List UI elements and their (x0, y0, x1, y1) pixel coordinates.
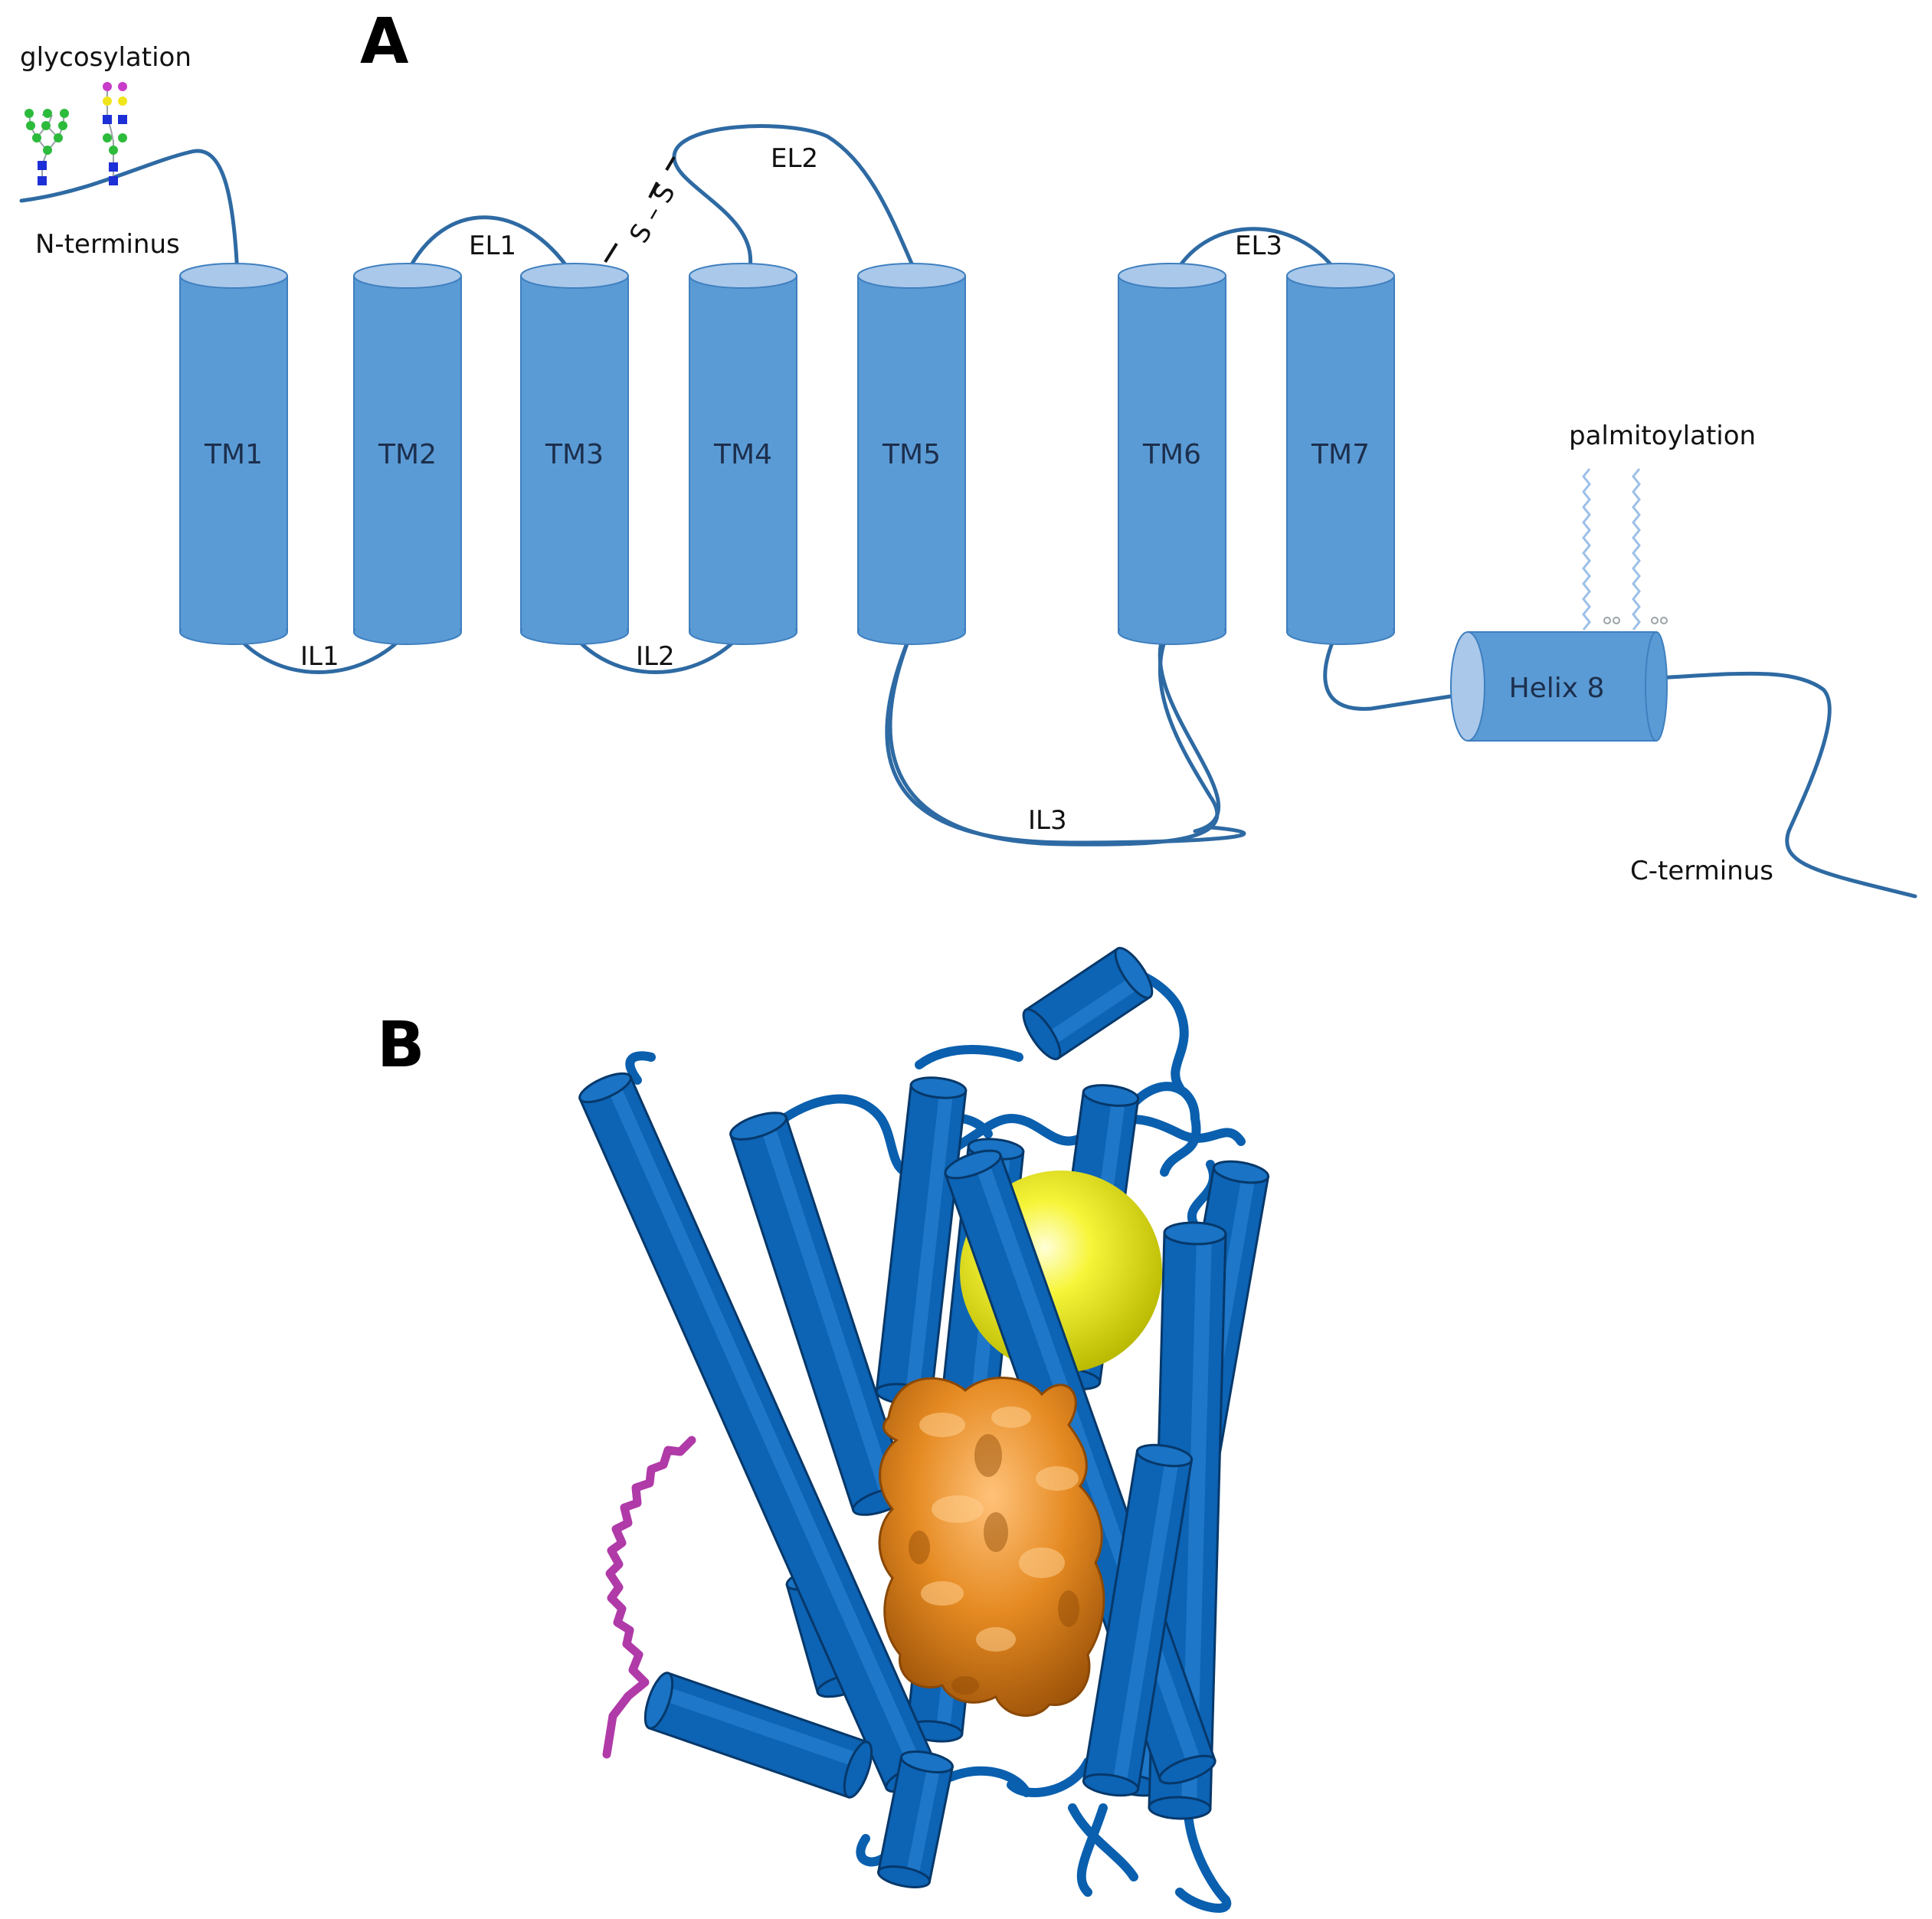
el3-label: EL3 (1235, 231, 1282, 261)
n-terminus-label: N-terminus (35, 229, 180, 260)
helix-tm4: TM4 (689, 263, 797, 645)
helix-label: TM1 (204, 439, 263, 470)
el2-loop (672, 124, 918, 274)
ligand-surface (878, 1377, 1105, 1717)
c-link-loop (1323, 630, 1458, 711)
palmitoylation-label: palmitoylation (1569, 421, 1756, 451)
el3-loop (1174, 227, 1339, 274)
helix-tm1: TM1 (179, 263, 288, 645)
helix-label: TM6 (1142, 439, 1201, 470)
el1-loop (405, 215, 573, 274)
helix-label: TM3 (545, 439, 604, 470)
helix-label: TM2 (378, 439, 437, 470)
panel-a: A S – S (19, 5, 1917, 899)
helix-label: TM7 (1311, 439, 1370, 470)
il1-loop (231, 630, 410, 674)
helix-8-label: Helix 8 (1509, 673, 1605, 704)
disulfide-bond-label: S – S (624, 178, 682, 248)
rod-bottom-short (876, 1750, 955, 1888)
helix-label: TM4 (713, 439, 772, 470)
n-terminus-chain (19, 149, 240, 278)
transmembrane-helices: TM1 TM2 TM3 TM4 TM5 TM6 TM7 (179, 263, 1395, 645)
panel-b: B (377, 947, 1270, 1913)
c-terminus-chain (1654, 671, 1917, 899)
rod-top-helix (1022, 947, 1154, 1060)
il3-label: IL3 (1028, 805, 1067, 836)
helix-tm3: TM3 (520, 263, 629, 645)
glycosylation-label: glycosylation (20, 42, 192, 73)
structure-helices-front (578, 1072, 1217, 1888)
il2-loop (568, 630, 745, 674)
el2-label: EL2 (771, 143, 818, 174)
panel-a-letter: A (360, 5, 409, 78)
helix-tm7: TM7 (1286, 263, 1395, 645)
helix-tm6: TM6 (1118, 263, 1226, 645)
glycosylation-glycans (25, 82, 127, 185)
helix-8-cylinder: Helix 8 (1450, 631, 1668, 742)
panel-b-letter: B (377, 1009, 425, 1082)
rod-front-right (1082, 1443, 1194, 1797)
helix-tm2: TM2 (353, 263, 462, 645)
palmitoyl-lipid-stick (602, 1436, 696, 1759)
il3-loop-main (888, 630, 1220, 847)
helix-label: TM5 (882, 439, 941, 470)
helix-tm5: TM5 (857, 263, 966, 645)
il1-label: IL1 (300, 641, 339, 672)
il2-label: IL2 (636, 641, 675, 672)
c-terminus-label: C-terminus (1630, 856, 1773, 886)
el1-label: EL1 (469, 231, 516, 261)
palmitoyl-chains (1582, 468, 1641, 630)
rod-bottom-left (643, 1672, 873, 1799)
